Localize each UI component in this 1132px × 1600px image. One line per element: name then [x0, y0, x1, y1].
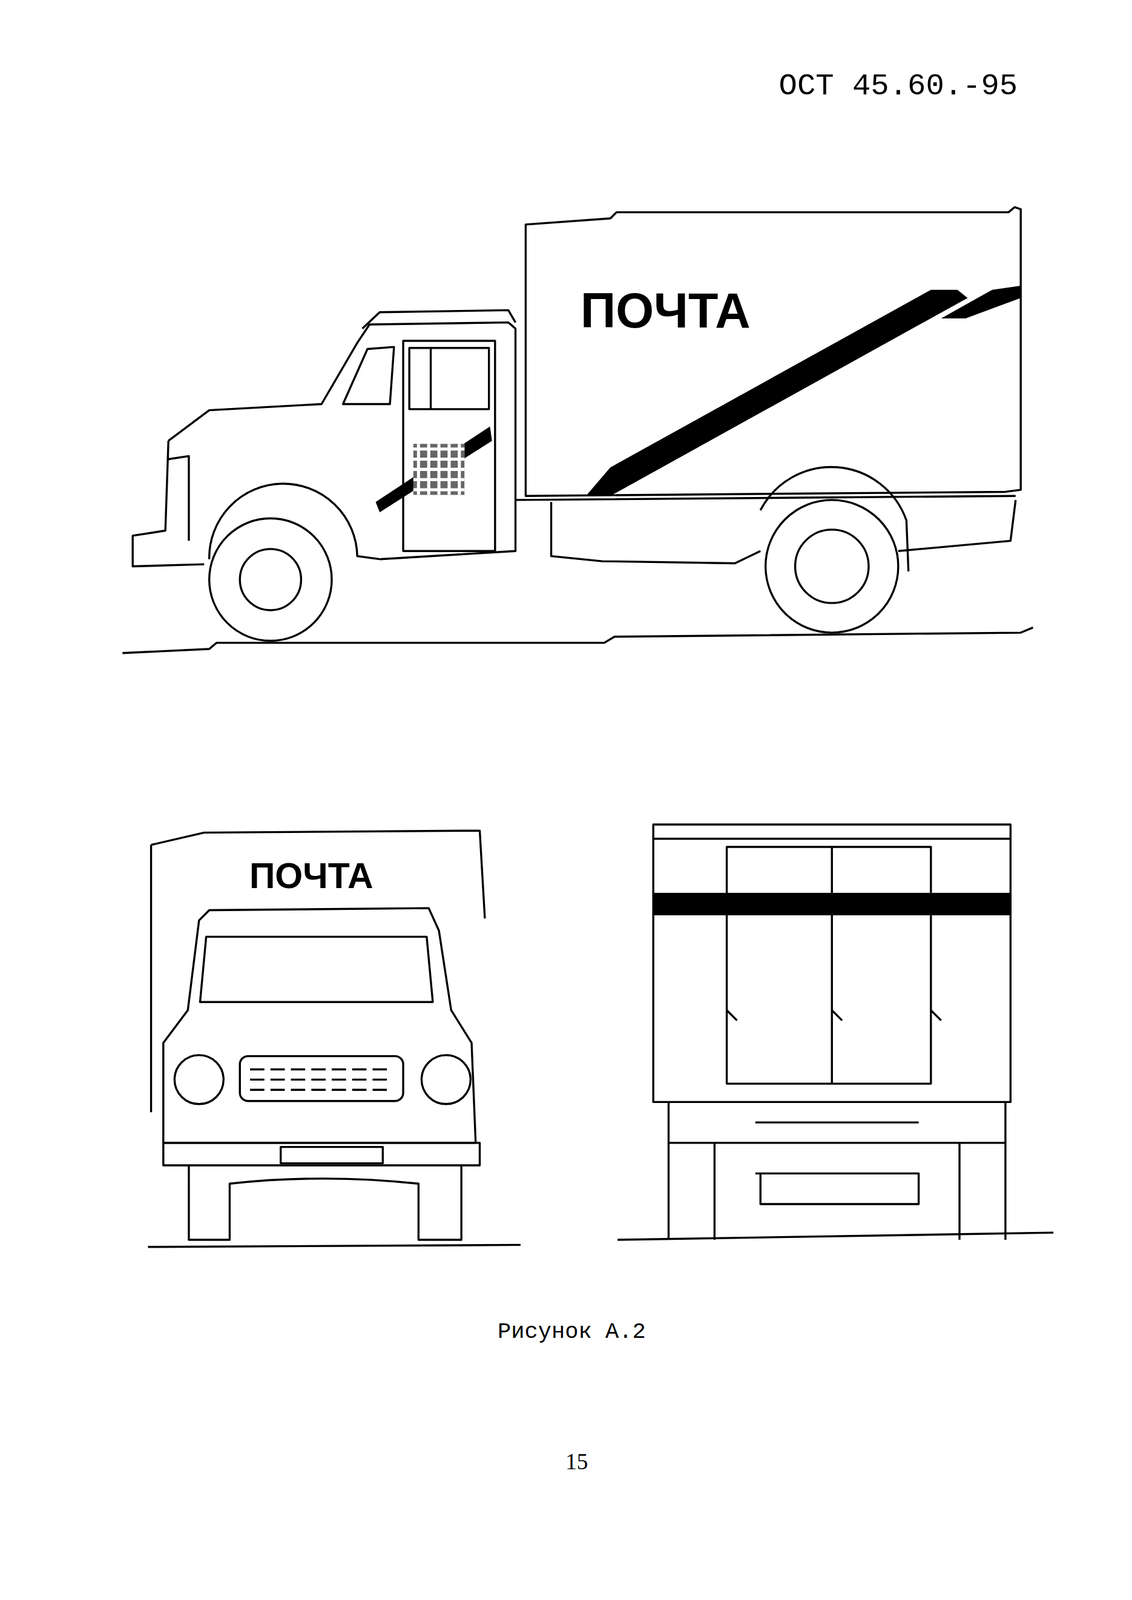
- cargo-box: [525, 207, 1021, 496]
- front-bumper: [163, 1142, 481, 1166]
- vehicle-lettering: ПОЧТА: [246, 855, 376, 896]
- front-wheel: [209, 518, 332, 641]
- side-stripe-end: [941, 285, 1022, 319]
- rear-fender: [760, 466, 909, 571]
- rear-doors: [727, 846, 942, 1084]
- front-box: [151, 830, 485, 1113]
- vehicle-lettering: ПОЧТА: [578, 284, 754, 339]
- grille-bars: [250, 1069, 393, 1090]
- rear-roof: [653, 837, 1011, 840]
- page-number: 15: [562, 1449, 591, 1475]
- hood-front: [132, 440, 205, 566]
- figure-caption: Рисунок А.2: [495, 1319, 649, 1345]
- plate: [280, 1147, 384, 1164]
- cab-roof: [362, 309, 516, 329]
- document-code: ОСТ 45.60.-95: [776, 69, 1021, 104]
- front-rim: [239, 549, 301, 611]
- headlight: [174, 1055, 224, 1105]
- rear-chassis: [668, 1101, 1005, 1240]
- box-frame: [515, 495, 1016, 563]
- front-wheels: [188, 1165, 462, 1240]
- front-windshield: [199, 936, 433, 1002]
- window-post: [429, 348, 432, 410]
- headlight: [421, 1055, 471, 1105]
- rear-wheel: [765, 500, 899, 633]
- ground-line: [122, 627, 1033, 654]
- checkered-emblem: [413, 443, 465, 495]
- front-fender: [209, 483, 381, 560]
- cab-outline: [168, 322, 516, 560]
- windshield: [343, 346, 395, 404]
- front-ground: [147, 1244, 520, 1247]
- front-grille: [239, 1056, 404, 1102]
- front-cab: [163, 908, 476, 1143]
- rear-box: [653, 824, 1011, 1102]
- cab-stripe: [375, 426, 493, 513]
- rear-ground: [617, 1232, 1054, 1240]
- rear-rim: [795, 529, 869, 603]
- door-window: [409, 348, 490, 410]
